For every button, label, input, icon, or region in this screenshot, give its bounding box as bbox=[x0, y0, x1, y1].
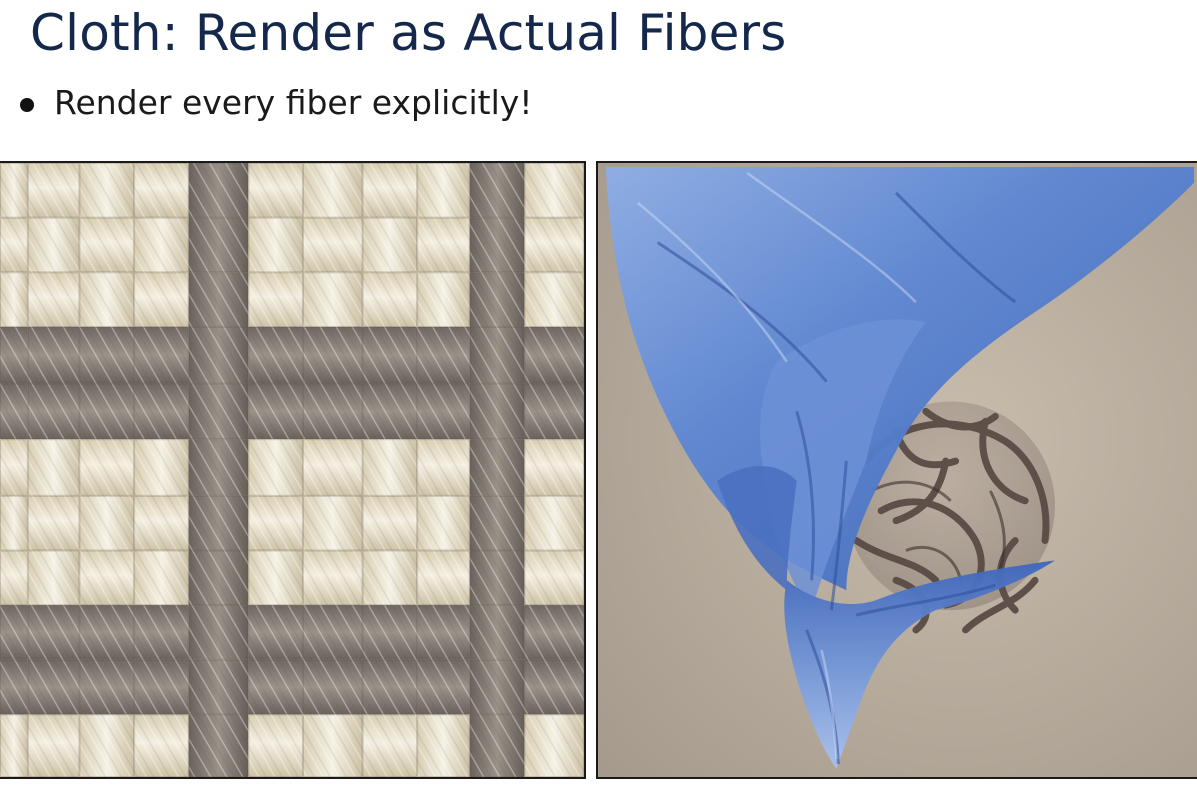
slide-title: Cloth: Render as Actual Fibers bbox=[30, 4, 787, 62]
draped-cloth-illustration bbox=[598, 163, 1197, 777]
draped-cloth-image bbox=[596, 161, 1197, 779]
woven-fabric-image bbox=[0, 161, 586, 779]
woven-fabric-illustration bbox=[0, 163, 584, 777]
bullet-text: Render every fiber explicitly! bbox=[54, 83, 533, 122]
bullet-dot-icon bbox=[20, 98, 34, 112]
